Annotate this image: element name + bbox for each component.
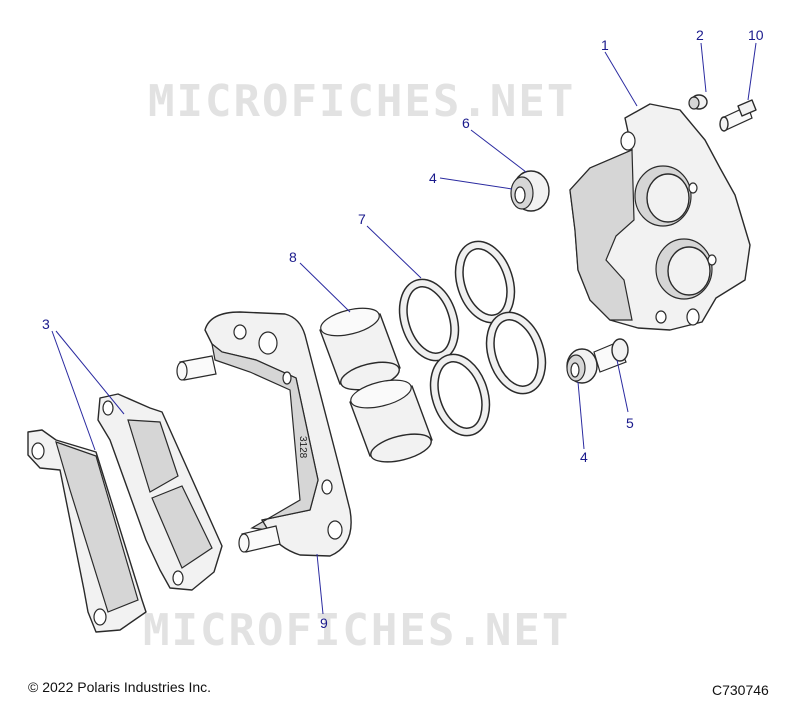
callout-3: 3	[42, 316, 50, 332]
callout-10: 10	[748, 27, 764, 43]
callout-labels: 1 2 3 4 4 5 6 7 8 9 10	[42, 27, 764, 631]
callout-4-lower: 4	[580, 449, 588, 465]
figure-code: C730746	[712, 682, 769, 698]
callout-9: 9	[320, 615, 328, 631]
brake-pad-outer	[27, 429, 147, 633]
bracket-stamp: 3128	[297, 436, 308, 459]
brake-pad-inner	[97, 393, 223, 591]
callout-2: 2	[696, 27, 704, 43]
piston-lower	[349, 379, 433, 463]
callout-5: 5	[626, 415, 634, 431]
leader-lines	[51, 42, 757, 615]
copyright-notice: © 2022 Polaris Industries Inc.	[28, 679, 212, 695]
caliper-body	[569, 103, 751, 331]
boot-lower	[566, 348, 598, 384]
bleeder-cap	[688, 94, 708, 110]
callout-8: 8	[289, 249, 297, 265]
callout-4-upper: 4	[429, 170, 437, 186]
callout-1: 1	[601, 37, 609, 53]
callout-7: 7	[358, 211, 366, 227]
callout-6: 6	[462, 115, 470, 131]
boot-upper	[510, 170, 550, 212]
piston-upper	[319, 307, 401, 391]
seal-rings	[398, 240, 547, 437]
watermark-top: MICROFICHES.NET	[148, 76, 575, 127]
watermark-bottom: MICROFICHES.NET	[143, 605, 570, 656]
bleeder-screw	[719, 99, 757, 132]
mounting-bracket: 3128	[176, 311, 352, 557]
pin-bolt	[593, 338, 629, 373]
